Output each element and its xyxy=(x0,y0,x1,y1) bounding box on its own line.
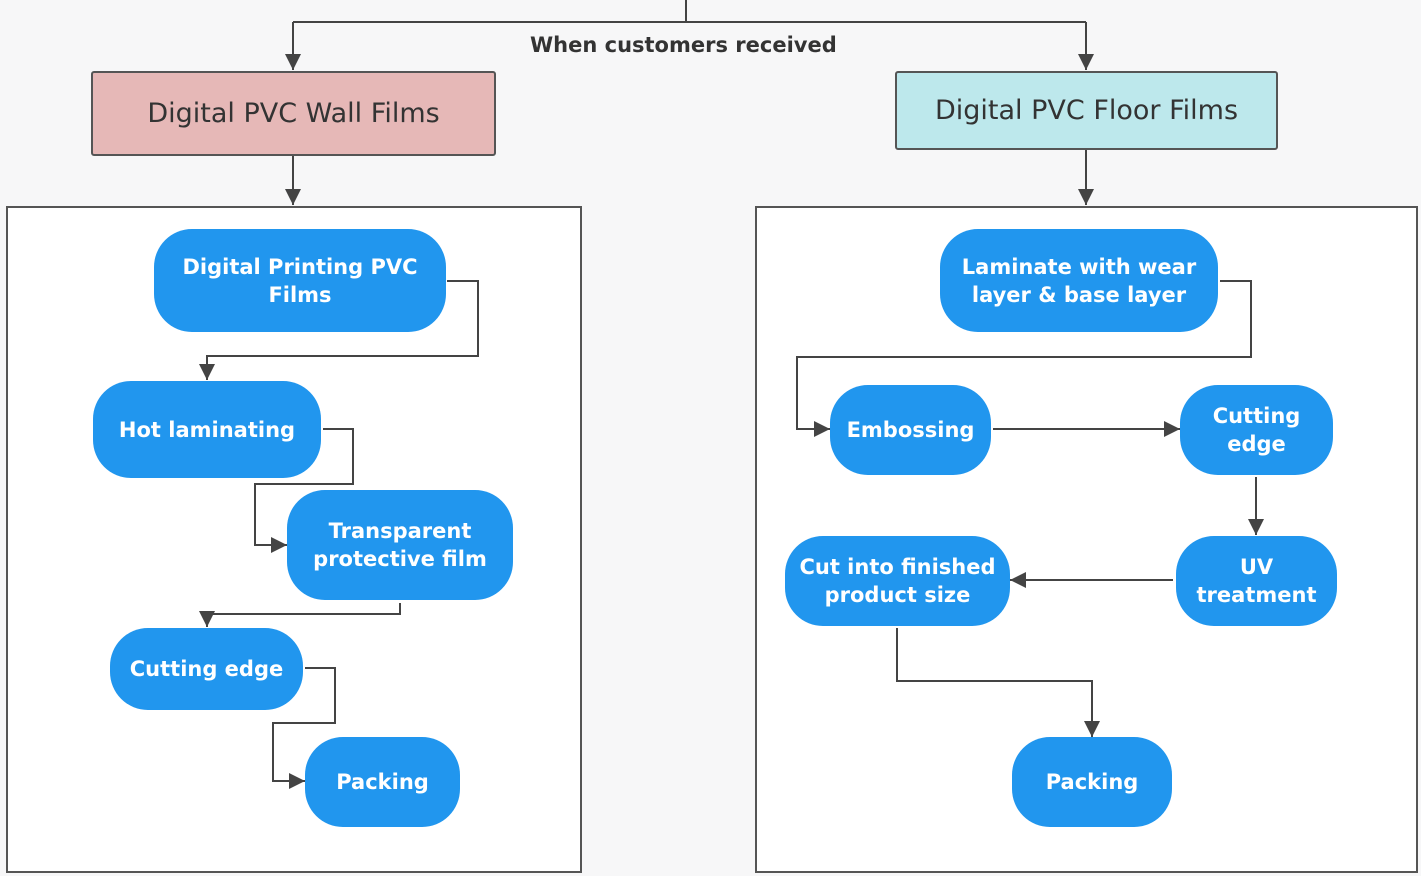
trigger-label: When customers received xyxy=(530,33,837,57)
wall-step-cutting-edge[interactable]: Cutting edge xyxy=(110,628,303,710)
connector-wall-1-2 xyxy=(199,280,479,380)
wall-step-transparent-film[interactable]: Transparent protective film xyxy=(287,490,513,600)
floor-step-packing[interactable]: Packing xyxy=(1012,737,1172,827)
connector-floor-5-6 xyxy=(896,628,1100,737)
floor-step-cut-finished-size[interactable]: Cut into finished product size xyxy=(785,536,1010,626)
connector-wall-3-4 xyxy=(199,603,401,627)
floor-step-uv-treatment[interactable]: UV treatment xyxy=(1176,536,1337,626)
connector-trigger xyxy=(293,0,1086,23)
wall-step-digital-printing[interactable]: Digital Printing PVC Films xyxy=(154,229,446,332)
connector-floor-1-2 xyxy=(796,280,1252,437)
connector-wall-2-3 xyxy=(254,428,354,553)
floor-step-laminate[interactable]: Laminate with wear layer & base layer xyxy=(940,229,1218,332)
floor-step-embossing[interactable]: Embossing xyxy=(830,385,991,475)
wall-step-hot-laminating[interactable]: Hot laminating xyxy=(93,381,321,478)
wall-films-header[interactable]: Digital PVC Wall Films xyxy=(91,71,496,156)
floor-films-header[interactable]: Digital PVC Floor Films xyxy=(895,71,1278,150)
connector-wall-4-5 xyxy=(272,667,336,789)
floor-step-cutting-edge[interactable]: Cutting edge xyxy=(1180,385,1333,475)
wall-step-packing[interactable]: Packing xyxy=(305,737,460,827)
